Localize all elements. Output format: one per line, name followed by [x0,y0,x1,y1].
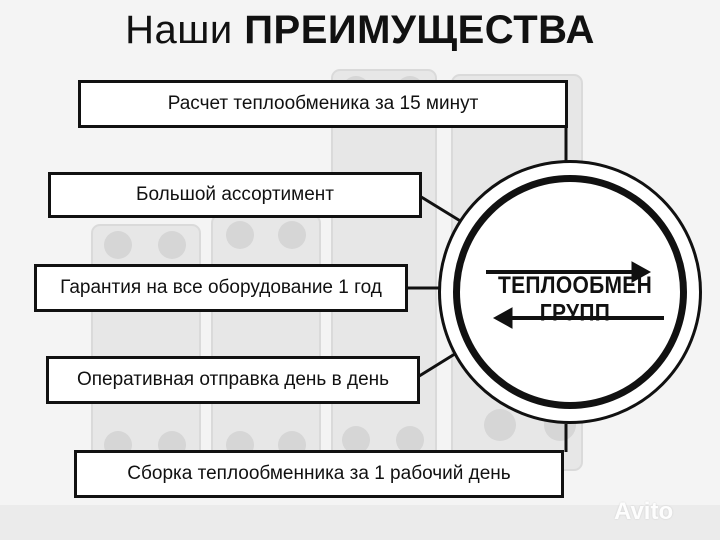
connector-line [417,193,463,224]
advantage-label: Большой ассортимент [136,184,334,205]
advantage-label: Расчет теплообменика за 15 минут [167,93,479,114]
logo-text: ТЕПЛООБМЕН ГРУПП [497,272,653,327]
avito-watermark: Avito [614,498,674,525]
advantage-label: Оперативная отправка день в день [76,369,390,390]
title-regular: Наши [125,8,233,52]
logo-disc [453,175,687,409]
advantage-label: Гарантия на все оборудование 1 год [60,277,382,298]
advantage-box-assortment: Большой ассортимент [48,172,422,218]
advantage-box-calculation: Расчет теплообменика за 15 минут [78,80,568,128]
advantage-box-warranty: Гарантия на все оборудование 1 год [34,264,408,312]
advantage-box-assembly: Сборка теплообменника за 1 рабочий день [74,450,564,498]
connector-line [415,350,459,380]
advantage-label: Сборка теплообменника за 1 рабочий день [127,463,511,484]
page-title: Наши ПРЕИМУЩЕСТВА [0,8,720,53]
title-bold: ПРЕИМУЩЕСТВА [244,8,595,52]
advantage-box-shipping: Оперативная отправка день в день [46,356,420,404]
